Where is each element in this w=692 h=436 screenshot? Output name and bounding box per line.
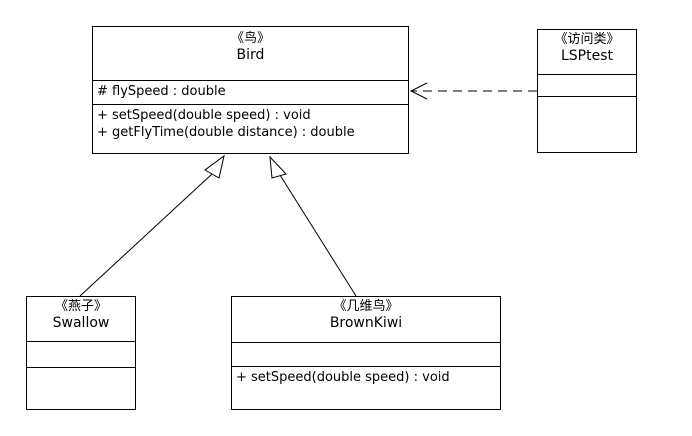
generalization-arrowhead-swallow	[204, 154, 225, 179]
class-brownkiwi-header: 《几维鸟》 BrownKiwi	[232, 297, 500, 343]
class-lsptest-header: 《访问类》 LSPtest	[538, 30, 636, 75]
class-brownkiwi-operation: + setSpeed(double speed) : void	[236, 370, 450, 385]
class-bird[interactable]: 《鸟》 Bird # flySpeed : double + setSpeed(…	[92, 26, 409, 154]
class-brownkiwi-attributes	[232, 343, 500, 367]
generalization-arrowhead-kiwi	[269, 155, 287, 179]
class-bird-operations: + setSpeed(double speed) : void + getFly…	[93, 105, 408, 153]
class-brownkiwi-name: BrownKiwi	[329, 315, 403, 331]
class-brownkiwi-stereotype: 《几维鸟》	[333, 299, 399, 314]
class-lsptest-name: LSPtest	[560, 48, 613, 64]
class-bird-attribute: # flySpeed : double	[97, 84, 226, 99]
class-bird-stereotype: 《鸟》	[230, 31, 270, 46]
class-swallow[interactable]: 《燕子》 Swallow	[26, 296, 136, 410]
class-brownkiwi[interactable]: 《几维鸟》 BrownKiwi + setSpeed(double speed)…	[231, 296, 501, 410]
dependency-arrowhead	[409, 82, 428, 100]
class-swallow-stereotype: 《燕子》	[54, 299, 107, 314]
generalization-line-swallow	[79, 173, 213, 297]
class-lsptest[interactable]: 《访问类》 LSPtest	[537, 29, 637, 153]
class-swallow-operations	[27, 368, 135, 409]
class-swallow-attributes	[27, 342, 135, 368]
class-lsptest-operations	[538, 97, 636, 152]
class-swallow-name: Swallow	[52, 315, 110, 331]
class-lsptest-attributes	[538, 75, 636, 97]
class-bird-header: 《鸟》 Bird	[93, 27, 408, 81]
generalization-line-kiwi	[279, 174, 357, 297]
class-bird-operation: + getFlyTime(double distance) : double	[97, 125, 355, 140]
class-bird-operation: + setSpeed(double speed) : void	[97, 108, 311, 123]
class-lsptest-stereotype: 《访问类》	[554, 32, 620, 47]
class-bird-name: Bird	[236, 47, 265, 63]
class-bird-attributes: # flySpeed : double	[93, 81, 408, 105]
class-swallow-header: 《燕子》 Swallow	[27, 297, 135, 342]
class-brownkiwi-operations: + setSpeed(double speed) : void	[232, 367, 500, 409]
